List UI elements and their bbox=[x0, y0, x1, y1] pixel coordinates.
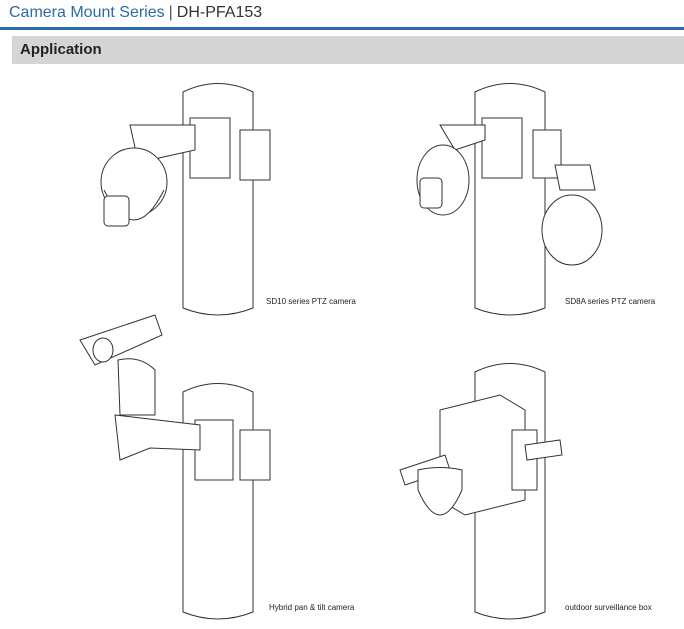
lens bbox=[92, 337, 114, 363]
arm bbox=[439, 124, 486, 151]
camera-housing bbox=[79, 314, 163, 366]
section-title: Application bbox=[20, 41, 102, 58]
mount-bracket bbox=[481, 117, 523, 179]
arm-right bbox=[524, 439, 563, 461]
camera-window bbox=[103, 195, 130, 227]
clamp bbox=[532, 129, 562, 179]
ptz-dome bbox=[417, 467, 463, 516]
hybrid-illustration bbox=[79, 314, 271, 620]
camera-window bbox=[419, 177, 443, 209]
figure-caption: SD8A series PTZ camera bbox=[565, 297, 656, 306]
series-title: Camera Mount Series bbox=[9, 4, 165, 21]
pole bbox=[182, 383, 254, 620]
pan-tilt-body bbox=[117, 358, 156, 416]
header-rule bbox=[0, 27, 684, 30]
figure-caption: outdoor surveillance box bbox=[565, 603, 652, 612]
mount-bracket bbox=[189, 117, 231, 179]
clamp bbox=[511, 429, 538, 491]
header-separator: | bbox=[168, 4, 173, 21]
figure-caption: SD10 series PTZ camera bbox=[266, 297, 356, 306]
arm bbox=[114, 414, 201, 461]
ptz-dome-2 bbox=[541, 194, 603, 266]
clamp bbox=[239, 429, 271, 481]
clamp bbox=[239, 129, 271, 181]
figure-caption: Hybrid pan & tilt camera bbox=[269, 603, 355, 612]
mount-bracket bbox=[194, 419, 234, 481]
model-number: DH-PFA153 bbox=[176, 4, 263, 21]
sd8a-illustration bbox=[416, 83, 603, 316]
arm-2 bbox=[554, 164, 596, 191]
section-band: Application bbox=[12, 36, 684, 64]
document-header: Camera Mount Series|DH-PFA153 bbox=[9, 4, 262, 22]
sd10-illustration bbox=[100, 83, 271, 316]
outdoor-box-illustration bbox=[399, 363, 563, 620]
